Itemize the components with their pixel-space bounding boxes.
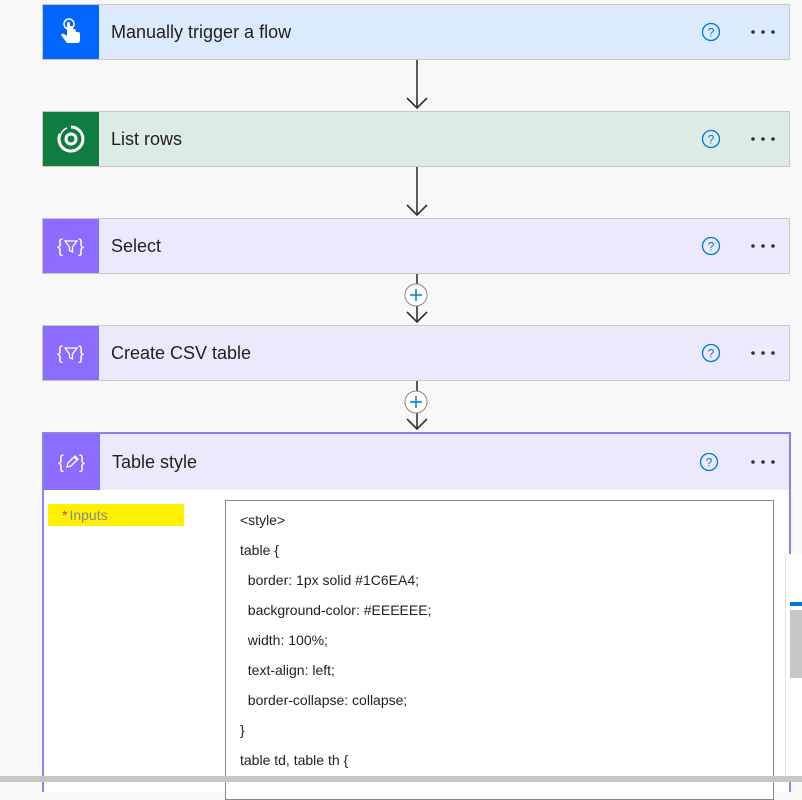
code-line: text-align: left; [240,662,335,678]
more-options-icon[interactable] [749,22,777,42]
side-panel-edge [785,554,802,782]
required-asterisk: * [62,507,68,523]
inputs-label-text: Inputs [69,507,108,523]
step-title: Select [111,235,162,256]
help-icon[interactable]: ? [701,129,721,149]
data-operation-icon: { } [43,326,99,380]
code-line: border-collapse: collapse; [240,692,408,708]
svg-text:?: ? [708,133,715,147]
step-card-table-style[interactable]: { } Table style ? * Inputs <style> table… [42,432,791,800]
code-line: width: 100%; [240,632,328,648]
help-icon[interactable]: ? [701,343,721,363]
svg-text:?: ? [706,456,713,470]
svg-text:{: { [57,236,63,256]
help-icon[interactable]: ? [701,22,721,42]
compose-icon: { } [44,434,100,490]
step-title: Create CSV table [111,342,252,363]
help-icon[interactable]: ? [699,452,719,472]
step-card-manual-trigger[interactable]: Manually trigger a flow ? [42,4,790,60]
step-card-header[interactable]: { } Table style ? [44,434,789,490]
more-options-icon[interactable] [749,129,777,149]
connector-arrow [406,167,428,217]
inputs-textarea[interactable]: <style> table { border: 1px solid #1C6EA… [225,500,774,800]
inputs-label: * Inputs [48,504,184,526]
step-card-list-rows[interactable]: List rows ? [42,111,790,167]
code-line: table td, table th { [240,752,349,768]
step-card-select[interactable]: { } Select ? [42,218,790,274]
horizontal-scrollbar[interactable] [0,776,802,782]
step-card-create-csv-table[interactable]: { } Create CSV table ? [42,325,790,381]
svg-text:{: { [58,452,64,472]
code-line: <style> [240,512,286,528]
add-step-button[interactable] [404,390,428,414]
add-step-button[interactable] [404,283,428,307]
more-options-icon[interactable] [749,343,777,363]
code-line: } [240,722,245,738]
code-line: background-color: #EEEEEE; [240,602,432,618]
svg-text:{: { [57,343,63,363]
side-panel-scrollbar[interactable] [790,610,802,678]
connector-arrow [406,60,428,110]
more-options-icon[interactable] [749,236,777,256]
more-options-icon[interactable] [749,452,777,472]
svg-text:?: ? [708,26,715,40]
data-operation-icon: { } [43,219,99,273]
svg-text:}: } [78,236,84,256]
svg-text:}: } [79,452,85,472]
svg-text:?: ? [708,347,715,361]
code-line: border: 1px solid #1C6EA4; [240,572,419,588]
dataverse-icon [43,112,99,166]
side-panel-accent [790,602,802,606]
code-line: table { [240,542,279,558]
svg-text:}: } [78,343,84,363]
touch-hand-icon [43,5,99,59]
step-title: Table style [112,451,198,472]
step-title: List rows [111,128,183,149]
svg-text:?: ? [708,240,715,254]
help-icon[interactable]: ? [701,236,721,256]
step-title: Manually trigger a flow [111,21,292,42]
